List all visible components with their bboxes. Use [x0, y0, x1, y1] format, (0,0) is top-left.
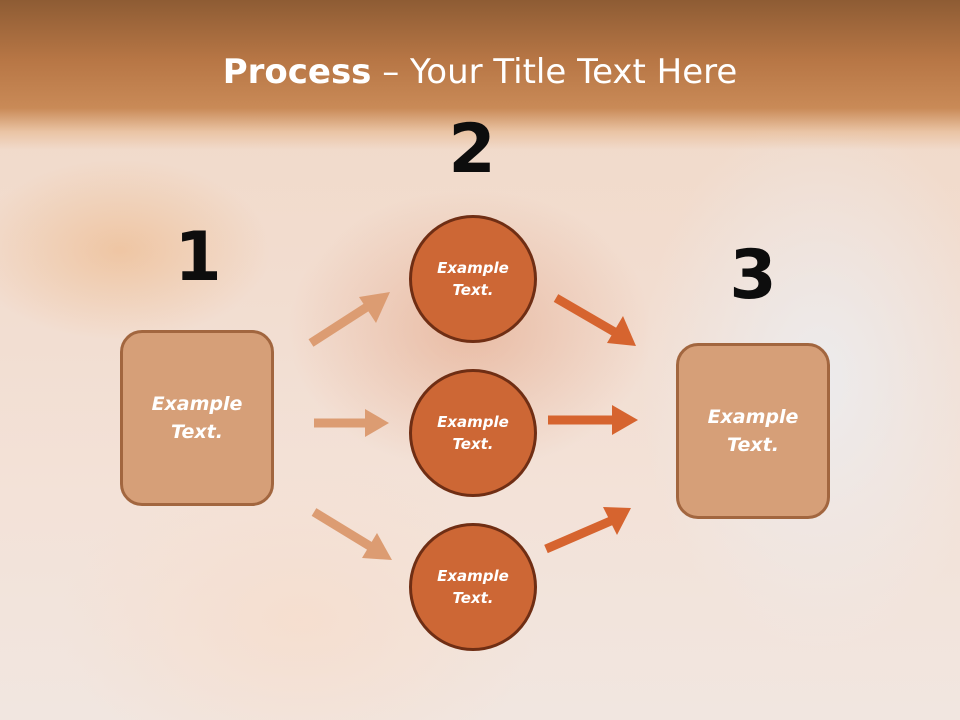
step-2-number: 2	[448, 110, 496, 189]
title-bold: Process	[222, 52, 372, 92]
step-2-circle-3: Example Text.	[409, 523, 537, 651]
step-3-box: Example Text.	[676, 343, 830, 519]
arrow-1-to-circle-2-head	[365, 409, 389, 437]
arrow-circle-2-to-3-head	[612, 405, 638, 435]
step-2-circle-2-label: Example Text.	[437, 412, 509, 454]
step-2-circle-2: Example Text.	[409, 369, 537, 497]
step-2-circle-1-label: Example Text.	[437, 258, 509, 300]
slide-title: Process – Your Title Text Here	[0, 52, 960, 92]
title-band	[0, 0, 960, 150]
step-2-circle-3-label: Example Text.	[437, 566, 509, 608]
arrow-1-to-circle-1	[308, 301, 373, 347]
arrow-circle-3-to-3	[544, 515, 615, 554]
arrow-1-to-circle-1-head	[359, 292, 390, 323]
arrow-1-to-circle-3	[311, 508, 376, 552]
step-1-number: 1	[174, 218, 222, 297]
title-rest: – Your Title Text Here	[371, 52, 738, 92]
step-1-label: Example Text.	[151, 392, 243, 444]
arrow-circle-1-to-3-head	[607, 316, 636, 346]
step-1-box: Example Text.	[120, 330, 274, 506]
step-3-number: 3	[729, 236, 777, 315]
arrow-1-to-circle-3-head	[362, 533, 392, 560]
arrow-circle-1-to-3	[553, 294, 621, 338]
arrow-circle-3-to-3-head	[603, 507, 631, 535]
step-2-circle-1: Example Text.	[409, 215, 537, 343]
step-3-label: Example Text.	[707, 405, 799, 457]
